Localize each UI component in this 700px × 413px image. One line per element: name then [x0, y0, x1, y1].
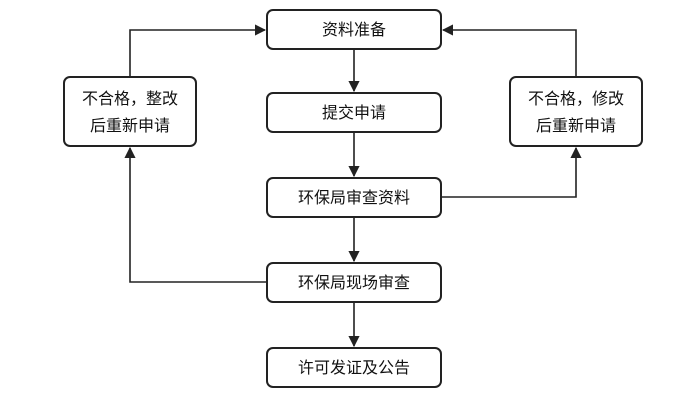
node-permit: 许可发证及公告 [266, 347, 442, 388]
node-prepare-label: 资料准备 [321, 20, 386, 39]
node-reject-right: 不合格，修改 后重新申请 [509, 76, 643, 147]
arrow-review-docs-to-reject-right [442, 146, 582, 198]
node-reject-left: 不合格，整改 后重新申请 [63, 76, 197, 147]
node-review-docs: 环保局审查资料 [266, 177, 442, 218]
node-prepare: 资料准备 [266, 9, 442, 50]
node-review-docs-label: 环保局审查资料 [297, 188, 410, 207]
arrow-site-review-to-reject-left [124, 146, 266, 283]
arrow-reject-left-to-prepare [129, 24, 267, 76]
node-site-review: 环保局现场审查 [266, 262, 442, 303]
node-reject-right-line2: 后重新申请 [535, 115, 616, 135]
node-reject-left-line2: 后重新申请 [89, 115, 170, 135]
arrow-reject-right-to-prepare [441, 24, 577, 76]
node-site-review-label: 环保局现场审查 [297, 273, 410, 292]
node-permit-label: 许可发证及公告 [297, 358, 410, 377]
node-reject-right-line1: 不合格，修改 [527, 88, 624, 108]
node-reject-left-line1: 不合格，整改 [81, 88, 178, 108]
node-submit: 提交申请 [266, 92, 442, 133]
node-submit-label: 提交申请 [321, 103, 386, 122]
